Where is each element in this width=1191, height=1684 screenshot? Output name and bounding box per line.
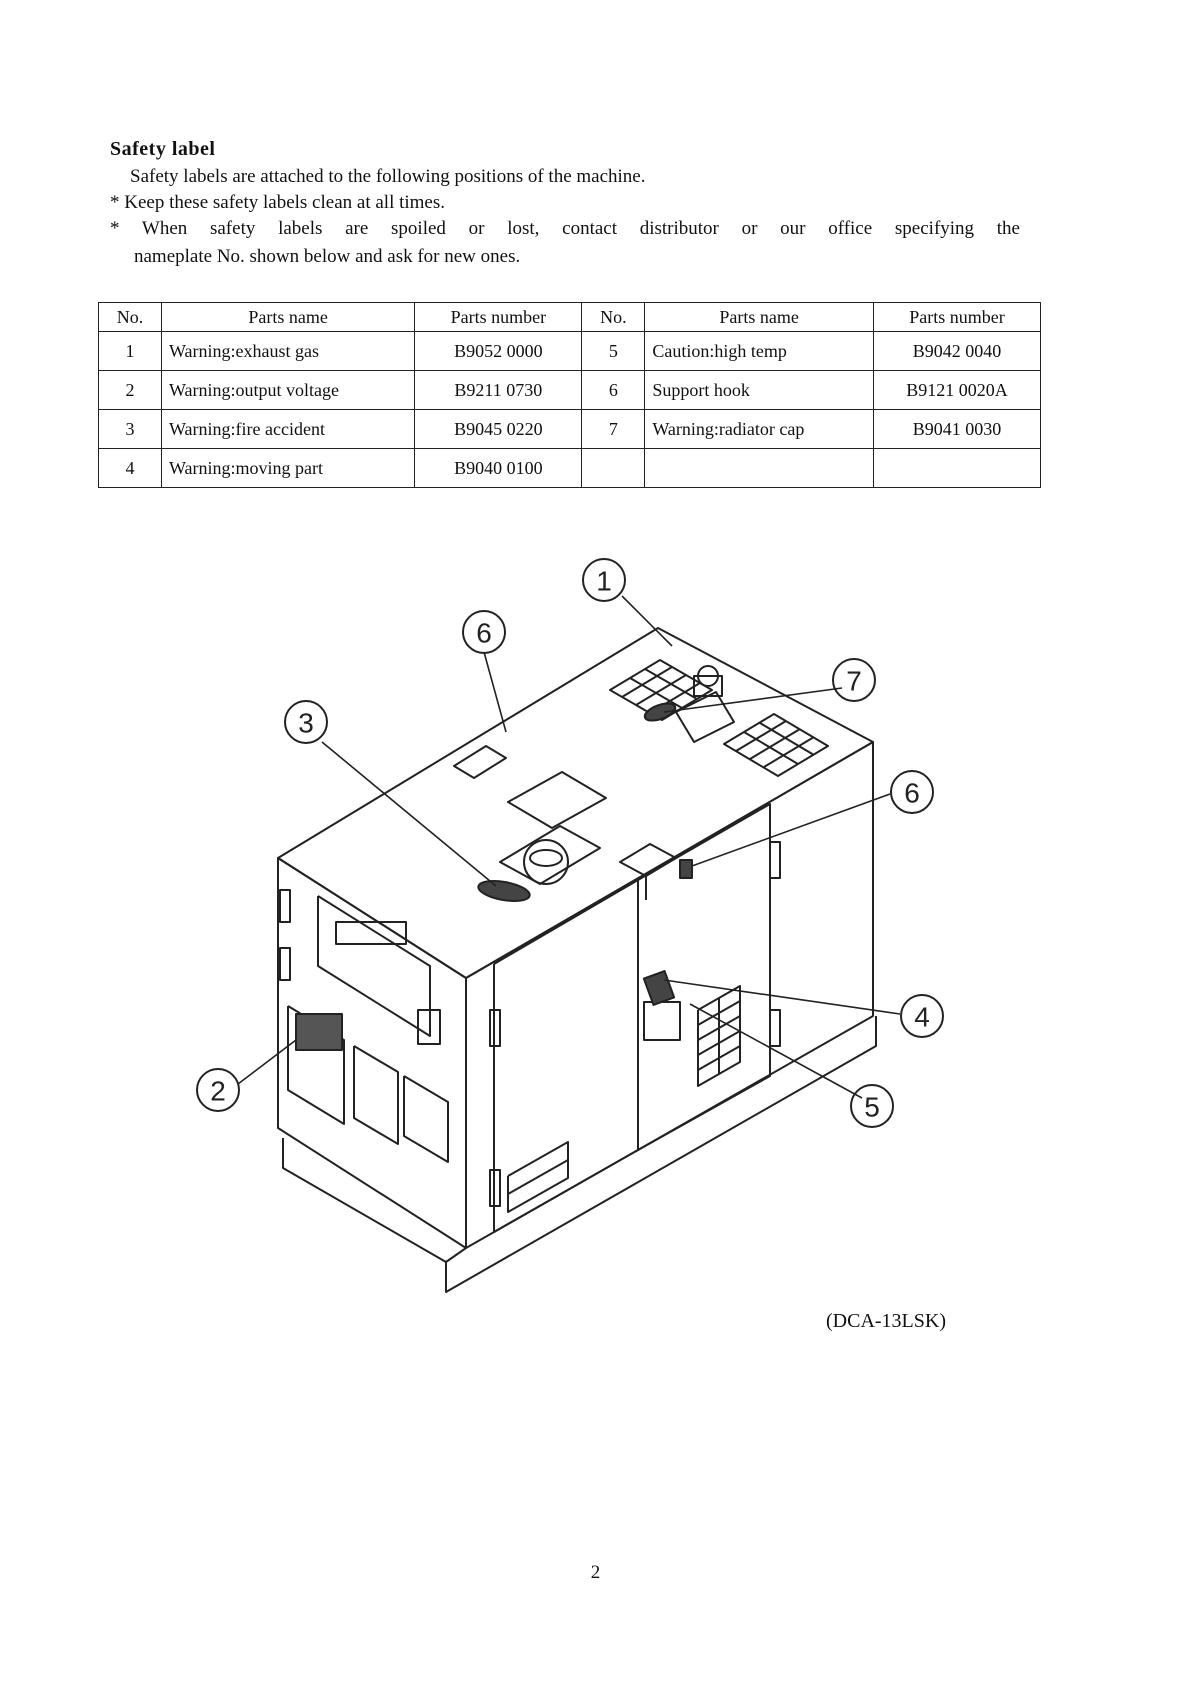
callout-label: 5 [864, 1092, 880, 1123]
cell-no: 5 [581, 331, 646, 371]
safety-label-table: No. Parts name Parts number No. Parts na… [98, 302, 1041, 488]
callout-label: 7 [846, 666, 862, 697]
callout-label: 6 [904, 778, 920, 809]
table-row: 3 Warning:fire accident B9045 0220 7 War… [98, 409, 1041, 449]
cell-parts-number [873, 448, 1041, 488]
header-parts-number: Parts number [414, 302, 583, 332]
intro-line: Safety labels are attached to the follow… [130, 166, 646, 187]
instruction-keep-clean: * Keep these safety labels clean at all … [110, 192, 446, 213]
cell-parts-number: B9041 0030 [873, 409, 1041, 449]
cell-parts-name: Warning:fire accident [160, 409, 416, 449]
generator-body [277, 627, 877, 1293]
table-header-row: No. Parts name Parts number No. Parts na… [98, 302, 1041, 332]
cell-parts-number: B9040 0100 [414, 448, 583, 488]
cell-parts-name: Warning:exhaust gas [160, 331, 416, 371]
table-row: 1 Warning:exhaust gas B9052 0000 5 Cauti… [98, 331, 1041, 371]
cell-parts-name [644, 448, 874, 488]
header-parts-name: Parts name [160, 302, 416, 332]
cell-parts-name: Warning:radiator cap [644, 409, 874, 449]
instruction-replace: * When safety labels are spoiled or lost… [110, 218, 1020, 239]
callout-circles [196, 558, 944, 1128]
table-row: 2 Warning:output voltage B9211 0730 6 Su… [98, 370, 1041, 410]
cell-parts-name: Warning:moving part [160, 448, 416, 488]
header-no: No. [98, 302, 162, 332]
section-heading: Safety label [110, 138, 216, 160]
cell-parts-name: Support hook [644, 370, 874, 410]
cell-parts-name: Warning:output voltage [160, 370, 416, 410]
callout-leaders [237, 595, 901, 1099]
safety-label-marks [477, 702, 693, 1006]
model-designation: (DCA-13LSK) [826, 1310, 946, 1332]
page-number: 2 [590, 1562, 601, 1583]
cell-parts-number: B9121 0020A [873, 370, 1041, 410]
cell-parts-name: Caution:high temp [644, 331, 874, 371]
callout-label: 4 [914, 1002, 930, 1033]
callout-label: 6 [476, 618, 492, 649]
cell-parts-number: B9211 0730 [414, 370, 583, 410]
cell-no: 2 [98, 370, 162, 410]
instruction-replace-cont: nameplate No. shown below and ask for ne… [134, 246, 521, 267]
cell-no [581, 448, 646, 488]
cell-no: 4 [98, 448, 162, 488]
cell-no: 7 [581, 409, 646, 449]
header-no-2: No. [581, 302, 646, 332]
callout-label: 1 [596, 566, 612, 597]
table-row: 4 Warning:moving part B9040 0100 [98, 448, 1041, 488]
callout-label: 2 [210, 1076, 226, 1107]
header-parts-name-2: Parts name [644, 302, 874, 332]
cell-parts-number: B9052 0000 [414, 331, 583, 371]
cell-no: 6 [581, 370, 646, 410]
callout-label: 3 [298, 708, 314, 739]
